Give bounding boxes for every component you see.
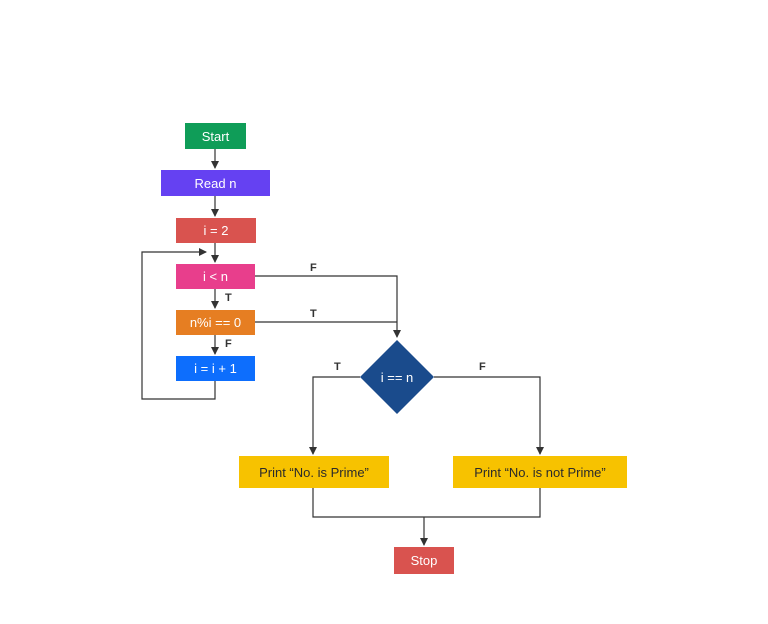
print-not-prime-node: Print “No. is not Prime” bbox=[453, 456, 627, 488]
edge-label-eq-false: F bbox=[479, 361, 486, 373]
read-n-node: Read n bbox=[161, 170, 270, 196]
edge-label-mod-true: T bbox=[310, 308, 317, 320]
start-label: Start bbox=[201, 128, 230, 144]
print-prime-label: Print “No. is Prime” bbox=[259, 464, 369, 480]
edge-eq-true-to-prime bbox=[309, 376, 360, 455]
loop-condition-label: i < n bbox=[203, 269, 228, 284]
diamond-shape bbox=[360, 340, 434, 414]
edge-label-mod-false: F bbox=[225, 338, 232, 350]
increment-node: i = i + 1 bbox=[176, 356, 255, 381]
init-i-node: i = 2 bbox=[176, 218, 256, 243]
edge-cond-false-to-eq bbox=[255, 275, 401, 338]
mod-check-label: n%i == 0 bbox=[189, 315, 242, 330]
mod-check-node: n%i == 0 bbox=[176, 310, 255, 335]
edge-not-prime-to-merge bbox=[424, 488, 541, 518]
print-not-prime-label: Print “No. is not Prime” bbox=[474, 464, 606, 480]
edge-label-loop-true: T bbox=[225, 292, 232, 304]
loop-condition-node: i < n bbox=[176, 264, 255, 289]
read-n-label: Read n bbox=[194, 175, 237, 191]
increment-label: i = i + 1 bbox=[194, 361, 237, 376]
edge-prime-to-merge bbox=[312, 488, 424, 518]
edge-eq-false-to-not-prime bbox=[434, 376, 544, 455]
stop-label: Stop bbox=[410, 553, 438, 568]
init-i-label: i = 2 bbox=[203, 223, 229, 238]
edge-label-loop-false: F bbox=[310, 262, 317, 274]
print-prime-node: Print “No. is Prime” bbox=[239, 456, 389, 488]
edge-label-eq-true: T bbox=[334, 361, 341, 373]
start-node: Start bbox=[185, 123, 246, 149]
equality-decision-node: i == n bbox=[360, 340, 434, 414]
edge-loop-back bbox=[141, 248, 216, 400]
stop-node: Stop bbox=[394, 547, 454, 574]
equality-decision-label: i == n bbox=[380, 369, 414, 385]
